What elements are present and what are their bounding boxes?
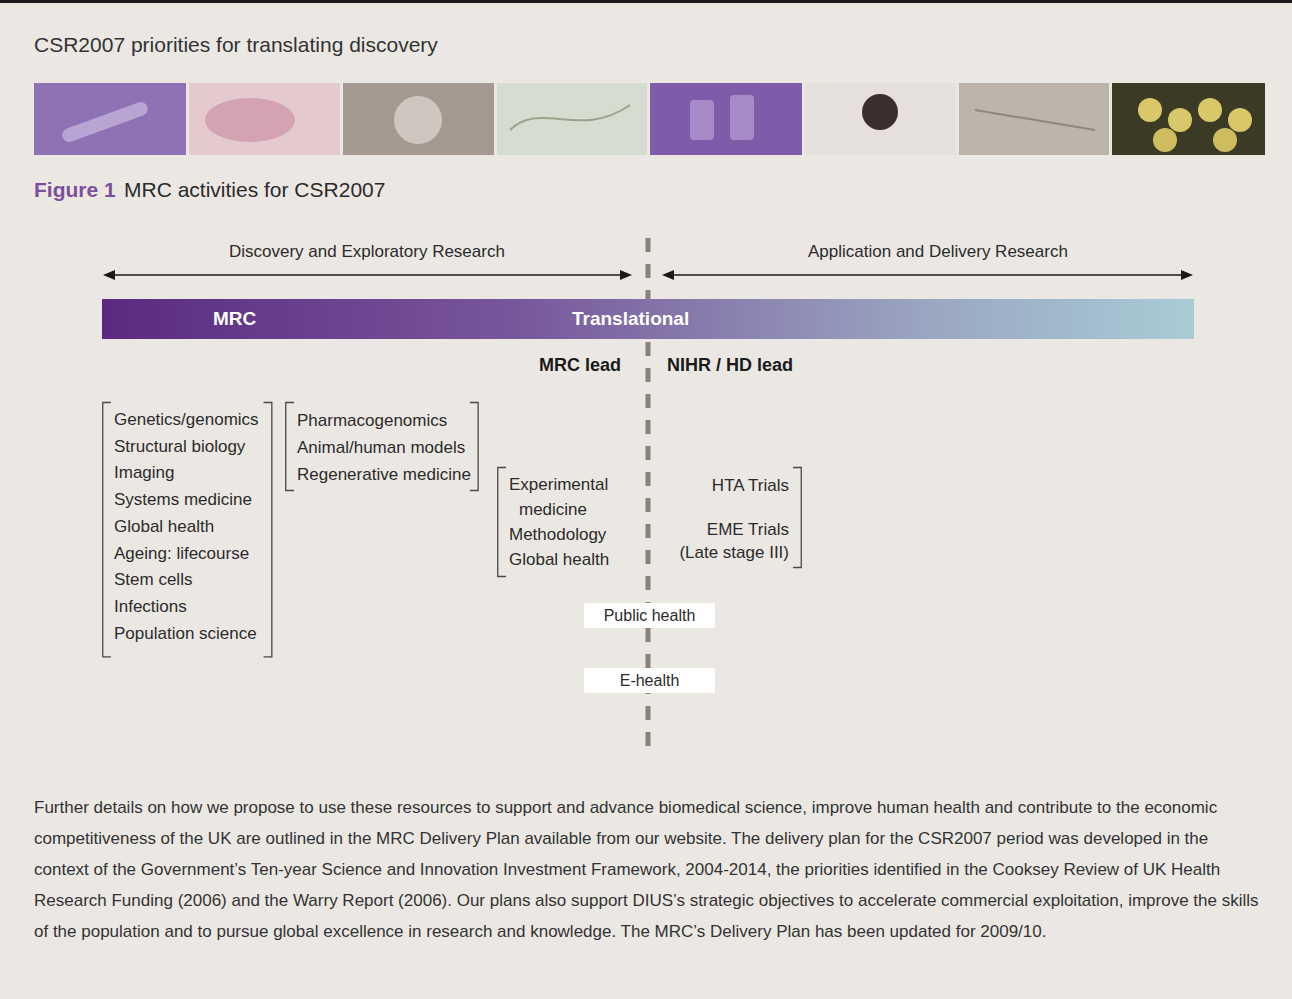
lead-label: MRC lead	[539, 355, 621, 376]
top-rule	[0, 0, 1292, 3]
priority-item: Methodology	[509, 522, 625, 547]
priority-item: Imaging	[114, 460, 259, 487]
priority-item: EME Trials (Late stage III)	[673, 518, 789, 564]
priority-item: Pharmacogenomics	[297, 407, 471, 434]
priority-item: Genetics/genomics	[114, 407, 259, 434]
priority-item: Infections	[114, 594, 259, 621]
band-label: MRC	[213, 299, 256, 339]
lead-label: NIHR / HD lead	[667, 355, 793, 376]
priority-item: Population science	[114, 621, 259, 648]
priority-item: Ageing: lifecourse	[114, 541, 259, 568]
theme-label: E-health	[584, 668, 715, 693]
priority-item: Stem cells	[114, 567, 259, 594]
range-label: Application and Delivery Research	[808, 242, 1068, 262]
theme-box: Public health	[584, 603, 715, 628]
priority-group: Experimental medicineMethodologyGlobal h…	[497, 467, 625, 577]
priority-group: PharmacogenomicsAnimal/human modelsRegen…	[285, 402, 479, 491]
bracket-line	[498, 468, 506, 577]
research-band: MRC Translational	[102, 299, 1194, 339]
bracket-line	[793, 468, 801, 568]
bracket-line	[286, 403, 478, 491]
figure-number: Figure 1	[34, 178, 116, 202]
figure-caption: MRC activities for CSR2007	[124, 178, 385, 202]
note-paragraph: Further details on how we propose to use…	[34, 792, 1265, 947]
priority-item: Global health	[509, 547, 625, 572]
range-label: Discovery and Exploratory Research	[229, 242, 505, 262]
band-label: Translational	[572, 299, 689, 339]
bracket-line	[103, 403, 272, 657]
page-heading: CSR2007 priorities for translating disco…	[34, 33, 438, 57]
trials-group: HTA TrialsEME Trials (Late stage III)	[673, 467, 802, 568]
priority-item: Animal/human models	[297, 434, 471, 461]
theme-box: E-health	[584, 668, 715, 693]
priority-item: Structural biology	[114, 434, 259, 461]
photo-strip	[34, 83, 1265, 155]
priority-item: Systems medicine	[114, 487, 259, 514]
priority-item: Global health	[114, 514, 259, 541]
priority-group: Genetics/genomicsStructural biologyImagi…	[102, 402, 273, 657]
priority-item: Regenerative medicine	[297, 461, 471, 488]
priority-item: Experimental medicine	[509, 472, 625, 522]
priority-item: HTA Trials	[673, 474, 789, 497]
theme-label: Public health	[584, 603, 715, 628]
